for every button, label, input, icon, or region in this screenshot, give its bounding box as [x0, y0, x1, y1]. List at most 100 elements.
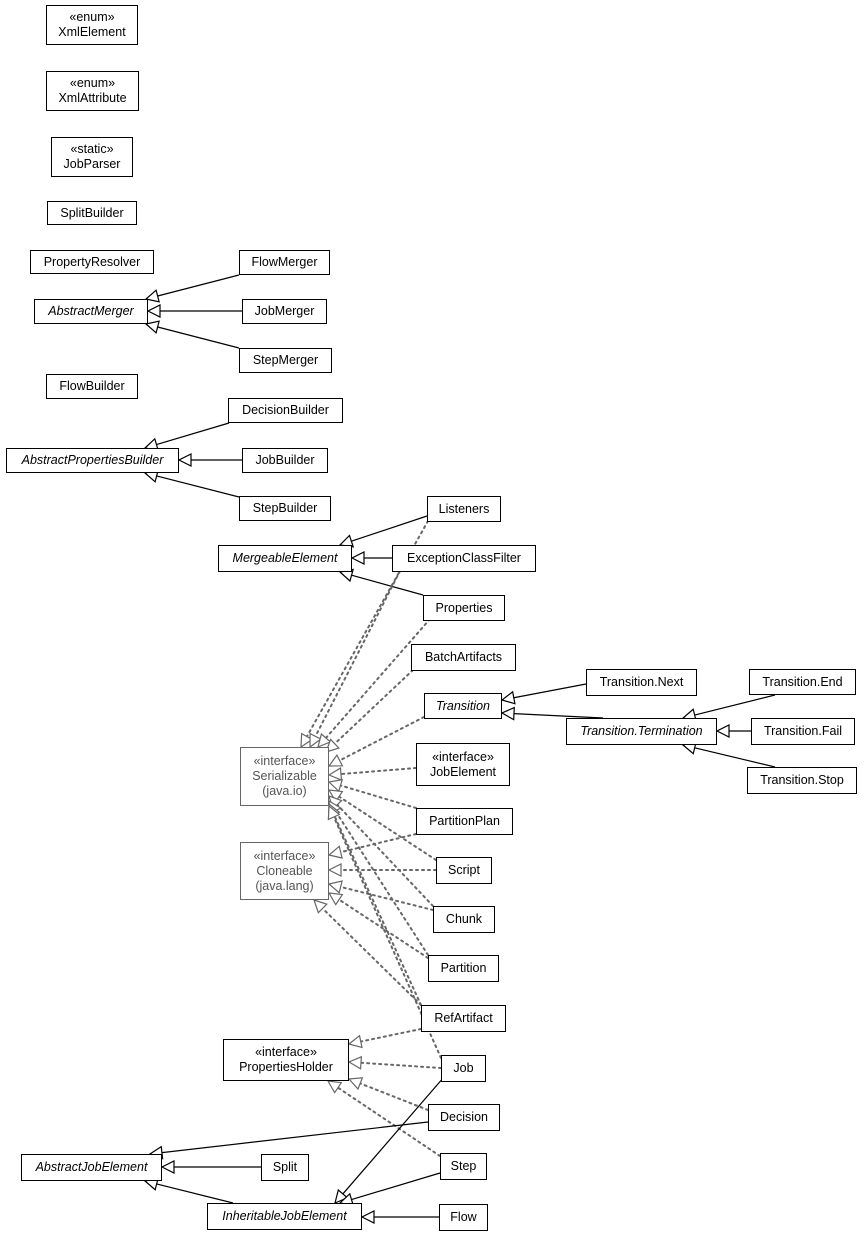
class-step[interactable]: Step [440, 1153, 487, 1180]
edge-step-inheritablejobelement-line [351, 1172, 441, 1201]
edge-jobbuilder-abstractpropertiesbuilder-arrowhead [177, 453, 192, 467]
class-mergeableelement[interactable]: MergeableElement [218, 545, 352, 572]
class-properties[interactable]: Properties [423, 595, 505, 621]
edge-flowmerger-abstractmerger-arrowhead [144, 289, 160, 303]
class-flowmerger[interactable]: FlowMerger [239, 250, 330, 275]
class-name: Transition.Fail [763, 724, 843, 738]
class-flowbuilder[interactable]: FlowBuilder [46, 374, 138, 399]
class-transition-fail[interactable]: Transition.Fail [751, 718, 855, 745]
class-transition[interactable]: Transition [424, 693, 502, 719]
class-propertyresolver[interactable]: PropertyResolver [30, 250, 154, 274]
interface-cloneable[interactable]: «interface» Cloneable (java.lang) [240, 842, 329, 900]
edge-job-inheritablejobelement-arrowhead [334, 1188, 349, 1205]
stereotype-label: «interface» [255, 1045, 317, 1059]
class-partition[interactable]: Partition [428, 955, 499, 982]
edge-decision-propertiesholder-arrowhead [347, 1077, 364, 1091]
class-name: Partition [440, 961, 487, 975]
class-decision[interactable]: Decision [428, 1104, 500, 1131]
class-name: AbstractMerger [48, 304, 134, 318]
class-name: SplitBuilder [60, 205, 124, 220]
class-name: Job [453, 1061, 474, 1075]
edge-decisionbuilder-abstractpropertiesbuilder-line [156, 422, 230, 446]
edge-partition-cloneable-line [338, 898, 429, 959]
class-name: InheritableJobElement [222, 1209, 347, 1223]
edge-script-serializable-arrowhead [327, 789, 344, 803]
edge-partitionplan-cloneable-arrowhead [327, 845, 343, 859]
class-job[interactable]: Job [441, 1055, 486, 1082]
edge-partition-cloneable-arrowhead [327, 892, 344, 906]
edge-transitionfail-transitiontermination-arrowhead [715, 724, 730, 738]
edge-transition-serializable-line [338, 716, 425, 762]
class-name: FlowBuilder [59, 379, 125, 393]
class-name: StepBuilder [252, 501, 318, 515]
edge-step-propertiesholder-arrowhead [326, 1080, 343, 1094]
edge-stepmerger-abstractmerger-line [157, 326, 240, 349]
class-name: Transition.Stop [760, 773, 844, 787]
edge-inheritablejobelement-abstractjobelement-line [156, 1183, 234, 1204]
class-name: ExceptionClassFilter [407, 551, 521, 565]
class-abstractjobelement[interactable]: AbstractJobElement [21, 1154, 162, 1181]
class-name: Step [450, 1159, 477, 1173]
edge-decision-propertiesholder-line [359, 1082, 429, 1111]
class-script[interactable]: Script [436, 857, 492, 884]
edge-listeners-mergeableelement-line [351, 515, 428, 542]
edge-transitionstop-transitiontermination-line [694, 747, 776, 768]
class-splitbuilder[interactable]: SplitBuilder [47, 201, 137, 225]
class-name: Split [272, 1160, 298, 1174]
edge-jobmerger-abstractmerger-arrowhead [146, 304, 161, 318]
class-abstractpropertiesbuilder[interactable]: AbstractPropertiesBuilder [6, 448, 179, 473]
class-name: Flow [450, 1210, 477, 1224]
class-flow[interactable]: Flow [439, 1204, 488, 1231]
class-stepbuilder[interactable]: StepBuilder [239, 496, 331, 521]
edge-transition-serializable-arrowhead [327, 754, 344, 767]
edge-chunk-cloneable-line [339, 885, 434, 911]
class-jobmerger[interactable]: JobMerger [242, 299, 327, 324]
class-xmlattribute[interactable]: «enum» XmlAttribute [46, 71, 139, 111]
class-name: Transition.Termination [580, 724, 703, 738]
class-abstractmerger[interactable]: AbstractMerger [34, 299, 148, 324]
class-name: Transition.End [762, 674, 843, 689]
class-transition-stop[interactable]: Transition.Stop [747, 767, 857, 794]
edge-properties-serializable-arrowhead [317, 732, 332, 749]
interface-propertiesholder[interactable]: «interface» PropertiesHolder [223, 1039, 349, 1081]
class-name: Cloneable [256, 863, 313, 878]
class-name: JobParser [63, 157, 121, 171]
class-name: PartitionPlan [429, 814, 500, 828]
class-refartifact[interactable]: RefArtifact [421, 1005, 506, 1032]
class-transition-next[interactable]: Transition.Next [586, 669, 697, 696]
class-exceptionclassfilter[interactable]: ExceptionClassFilter [392, 545, 536, 572]
edge-job-propertiesholder-arrowhead [347, 1055, 363, 1070]
interface-serializable[interactable]: «interface» Serializable (java.io) [240, 747, 329, 806]
class-name: Script [448, 863, 480, 877]
class-name: Decision [440, 1110, 488, 1124]
class-listeners[interactable]: Listeners [427, 496, 501, 522]
class-name: DecisionBuilder [242, 403, 329, 417]
edge-script-serializable-line [338, 795, 437, 861]
stereotype-label: «interface» [253, 754, 316, 768]
class-name: Listeners [438, 501, 490, 516]
class-transition-end[interactable]: Transition.End [749, 669, 856, 695]
edge-flowmerger-abstractmerger-line [157, 274, 240, 297]
edge-flow-inheritablejobelement-arrowhead [360, 1210, 375, 1224]
class-batchartifacts[interactable]: BatchArtifacts [411, 644, 516, 671]
edge-batchartifacts-serializable-arrowhead [325, 738, 340, 753]
class-stepmerger[interactable]: StepMerger [239, 348, 332, 373]
class-name: Properties [435, 600, 493, 615]
interface-jobelement[interactable]: «interface» JobElement [416, 743, 510, 786]
class-transition-termination[interactable]: Transition.Termination [566, 718, 717, 745]
class-partitionplan[interactable]: PartitionPlan [416, 808, 513, 835]
class-jobparser[interactable]: «static» JobParser [51, 137, 133, 177]
class-name: BatchArtifacts [424, 650, 503, 664]
class-name: PropertiesHolder [239, 1060, 333, 1074]
class-name: JobBuilder [255, 453, 315, 467]
class-jobbuilder[interactable]: JobBuilder [242, 448, 328, 473]
class-inheritablejobelement[interactable]: InheritableJobElement [207, 1203, 362, 1230]
edge-transitionnext-transition-line [513, 683, 587, 699]
class-split[interactable]: Split [261, 1154, 309, 1181]
edge-listeners-serializable-arrowhead [300, 732, 314, 749]
class-xmlelement[interactable]: «enum» XmlElement [46, 5, 138, 45]
class-name: JobMerger [254, 304, 315, 318]
class-decisionbuilder[interactable]: DecisionBuilder [228, 398, 343, 423]
class-chunk[interactable]: Chunk [433, 906, 495, 933]
